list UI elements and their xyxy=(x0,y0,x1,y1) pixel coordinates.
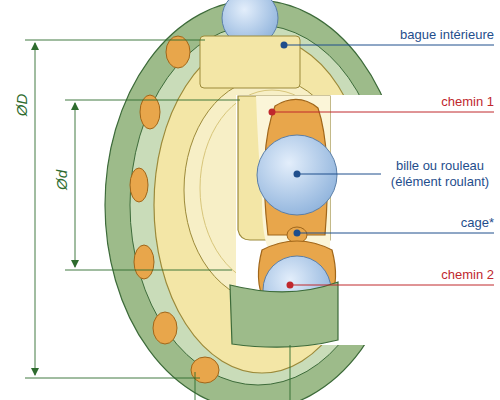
bearing-section xyxy=(230,96,338,347)
inner-ring xyxy=(154,37,370,373)
part-label: cage* xyxy=(370,215,494,231)
part-label: bille ou rouleau (élément roulant) xyxy=(384,158,496,190)
part-label: bague intérieure xyxy=(370,27,494,43)
track-label: chemin 1 xyxy=(370,94,494,110)
dimension-label: ØD xyxy=(14,92,30,119)
inner-ring-top xyxy=(200,36,300,88)
track-label: chemin 2 xyxy=(370,267,494,283)
dimension-lines xyxy=(25,40,290,400)
outer-ring-inner-face xyxy=(130,25,386,385)
bearing-body xyxy=(105,0,405,400)
dimension-label: Ød xyxy=(54,168,70,192)
outer-ring xyxy=(105,0,405,400)
ball xyxy=(257,135,337,215)
outer-ring-section xyxy=(230,282,338,347)
